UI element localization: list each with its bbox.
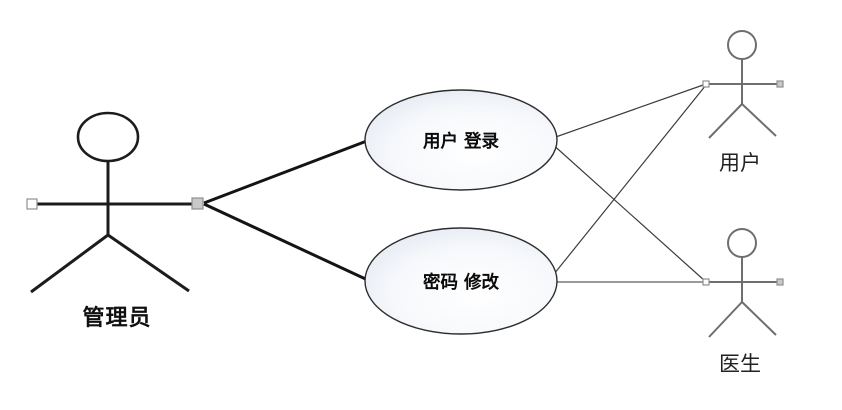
usecase-login[interactable]: 用户 登录 (364, 89, 558, 191)
actor-doctor-left-leg[interactable] (708, 301, 743, 338)
resize-handle-user-right[interactable] (776, 80, 784, 88)
actor-admin-left-leg[interactable] (30, 233, 109, 294)
actor-doctor-right-leg[interactable] (741, 301, 777, 336)
connector-password-user[interactable] (549, 84, 707, 280)
usecase-password-label: 密码 修改 (423, 272, 500, 293)
usecase-password-ellipse[interactable] (364, 227, 558, 335)
connector-login-doctor[interactable] (549, 141, 706, 282)
actor-user-label: 用户 (719, 151, 761, 175)
actor-user-right-leg[interactable] (741, 103, 777, 137)
connector-admin-password[interactable] (203, 202, 373, 284)
actor-user-figure[interactable] (702, 30, 784, 139)
actor-doctor-head[interactable] (727, 228, 757, 258)
actor-admin-figure[interactable] (26, 111, 204, 294)
actor-doctor-figure[interactable] (702, 228, 784, 338)
actor-doctor-label: 医生 (719, 352, 761, 376)
resize-handle-doctor-left[interactable] (702, 278, 710, 286)
usecase-login-ellipse[interactable] (364, 89, 558, 191)
resize-handle-user-left[interactable] (702, 80, 710, 88)
connector-admin-login[interactable] (203, 137, 373, 205)
actor-admin-label: 管理员 (82, 305, 151, 331)
actor-admin-right-leg[interactable] (107, 233, 190, 293)
actor-admin-head[interactable] (76, 111, 140, 163)
connector-login-user[interactable] (549, 83, 707, 140)
resize-handle-admin-right[interactable] (191, 197, 204, 210)
usecase-password[interactable]: 密码 修改 (364, 227, 558, 335)
actor-user-head[interactable] (727, 30, 757, 60)
usecase-login-label: 用户 登录 (423, 131, 500, 152)
resize-handle-doctor-right[interactable] (776, 278, 784, 286)
actor-user-left-leg[interactable] (708, 103, 743, 139)
resize-handle-admin-left[interactable] (26, 198, 38, 210)
